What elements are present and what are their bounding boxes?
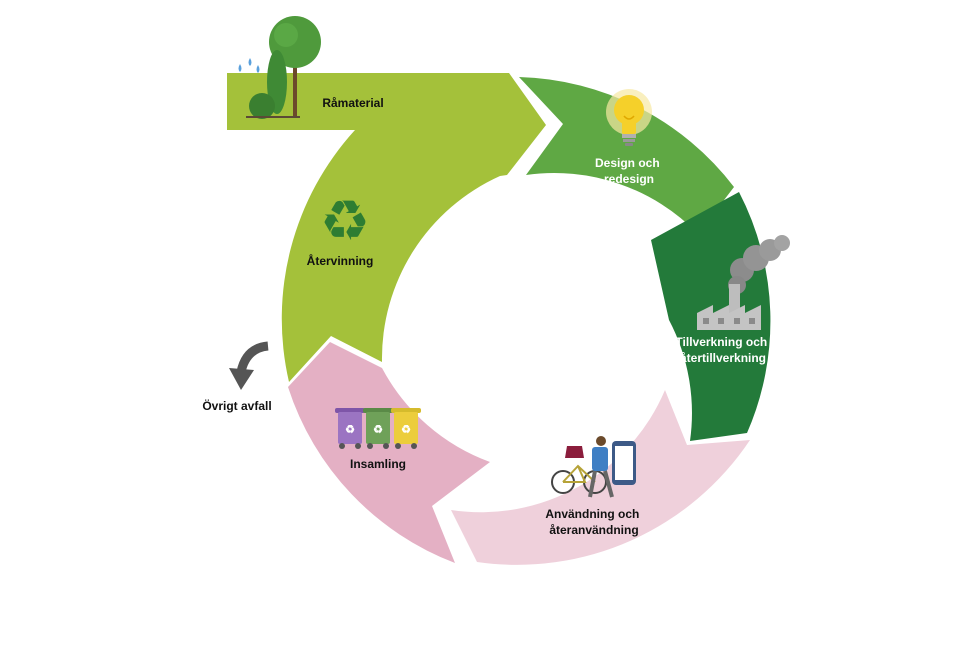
label-ovrigt-avfall: Övrigt avfall bbox=[202, 398, 271, 413]
label-design-line2: redesign bbox=[604, 172, 654, 186]
segment-anvandning bbox=[451, 390, 750, 565]
label-ramaterial: Råmaterial bbox=[322, 96, 383, 110]
tree-icon bbox=[238, 16, 321, 119]
label-design-line1: Design och bbox=[595, 156, 660, 170]
label-anvandning: Användning och återanvändning bbox=[545, 507, 642, 537]
svg-text:♻: ♻ bbox=[401, 424, 411, 436]
factory-icon bbox=[697, 235, 790, 330]
svg-text:♻: ♻ bbox=[345, 424, 355, 436]
label-design: Design och redesign bbox=[595, 156, 663, 186]
curved-arrow-down-icon bbox=[229, 341, 269, 390]
label-tillverkning: Tillverkning och återtillverkning bbox=[675, 335, 770, 365]
recycling-bins-icon: ♻ ♻ ♻ bbox=[335, 408, 421, 449]
person-bicycle-phone-icon bbox=[551, 436, 636, 498]
label-tillverkning-line2: återtillverkning bbox=[680, 351, 766, 365]
segment-insamling bbox=[288, 342, 490, 563]
segment-atervinning bbox=[227, 73, 546, 382]
recycle-icon: ♻ bbox=[320, 189, 370, 252]
label-anvandning-line2: återanvändning bbox=[549, 523, 638, 537]
svg-text:♻: ♻ bbox=[320, 189, 370, 252]
lightbulb-icon bbox=[606, 89, 652, 146]
label-insamling: Insamling bbox=[350, 457, 406, 471]
svg-text:♻: ♻ bbox=[373, 424, 383, 436]
label-atervinning: Återvinning bbox=[307, 253, 374, 268]
label-tillverkning-line1: Tillverkning och bbox=[675, 335, 767, 349]
segment-design bbox=[519, 77, 734, 234]
label-anvandning-line1: Användning och bbox=[545, 507, 639, 521]
